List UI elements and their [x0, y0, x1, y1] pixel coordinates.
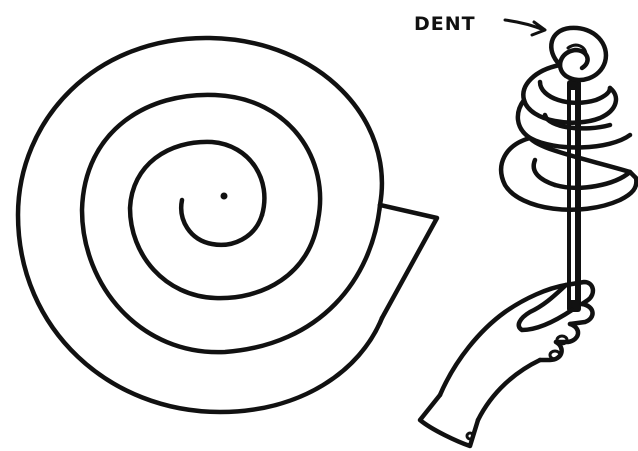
paper-spiral-icon: [18, 38, 437, 412]
cuff-button: [467, 433, 473, 439]
dent-label: DENT: [414, 13, 476, 35]
hand-nail-2: [550, 351, 560, 359]
spiral-turn-3: [130, 142, 318, 298]
hand-icon: [420, 282, 593, 446]
spiral-center-dot: [221, 193, 228, 200]
twirling-snake-icon: [501, 28, 636, 312]
snake-coil-4-back: [534, 160, 555, 185]
snake-head-coil: [551, 28, 606, 80]
hand-lower-edge: [478, 360, 540, 420]
pencil-stick-icon: [567, 80, 581, 312]
spiral-turn-inner: [181, 200, 262, 245]
spiral-end-tab: [380, 205, 437, 318]
spiral-turn-2: [82, 95, 380, 352]
arrow-icon: [505, 20, 545, 35]
